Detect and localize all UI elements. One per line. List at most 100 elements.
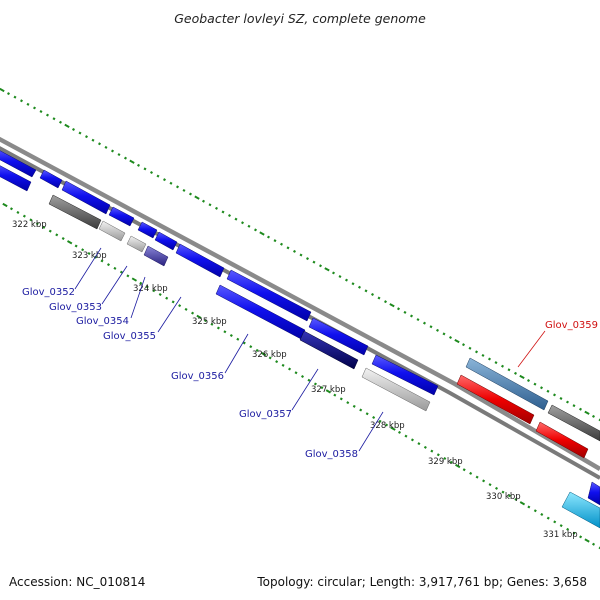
gene-forward-8[interactable] xyxy=(226,269,312,322)
gene-reverse-9[interactable] xyxy=(456,374,535,425)
gene-reverse-3[interactable] xyxy=(98,220,126,242)
tick-mark xyxy=(553,520,557,524)
gene-label-glov-0356[interactable]: Glov_0356 xyxy=(171,371,224,382)
tick-mark xyxy=(365,412,369,416)
gene-reverse-8[interactable] xyxy=(361,367,431,412)
tick-mark xyxy=(339,397,343,401)
tick-mark xyxy=(442,332,446,336)
tick-mark xyxy=(378,419,382,423)
gene-label-glov-0354[interactable]: Glov_0354 xyxy=(76,316,129,327)
gene-forward-12[interactable] xyxy=(547,404,600,442)
tick-mark xyxy=(352,404,356,408)
gene-label-glov-0355[interactable]: Glov_0355 xyxy=(103,331,156,342)
tick-mark xyxy=(514,371,517,375)
tick-mark xyxy=(29,218,33,222)
tick-mark xyxy=(390,426,396,431)
gene-label-glov-0357[interactable]: Glov_0357 xyxy=(239,409,292,420)
gene-reverse-10[interactable] xyxy=(535,421,589,459)
gene-reverse-4[interactable] xyxy=(126,235,147,253)
gene-forward-10[interactable] xyxy=(371,354,439,396)
tick-mark xyxy=(584,538,590,543)
tick-mark xyxy=(495,486,499,490)
tick-mark xyxy=(333,393,337,397)
tick-mark xyxy=(9,207,13,211)
tick-mark xyxy=(455,463,461,469)
forward-strand-genes xyxy=(0,148,600,442)
tick-mark xyxy=(475,475,479,479)
tick-mark xyxy=(559,396,563,400)
tick-mark xyxy=(221,210,225,214)
tick-mark xyxy=(436,328,439,332)
gene-forward-5[interactable] xyxy=(137,221,158,239)
tick-label: 322 kbp xyxy=(12,220,47,230)
tick-mark xyxy=(55,233,59,237)
tick-label: 325 kbp xyxy=(192,317,227,327)
tick-mark xyxy=(178,304,182,308)
gene-label-glov-0358[interactable]: Glov_0358 xyxy=(305,449,358,460)
gene-forward-2[interactable] xyxy=(39,169,63,189)
tick-mark xyxy=(202,199,205,203)
tick-mark xyxy=(22,214,26,218)
tick-mark xyxy=(98,142,101,146)
tick-mark xyxy=(345,278,348,282)
tick-mark xyxy=(261,352,267,357)
tick-mark xyxy=(507,368,511,372)
tick-mark xyxy=(462,468,466,472)
tick-mark xyxy=(533,382,537,386)
gene-label-glov-0353[interactable]: Glov_0353 xyxy=(49,302,102,313)
gene-forward-1[interactable] xyxy=(0,148,37,178)
tick-mark xyxy=(52,117,56,121)
gene-reverse-11[interactable] xyxy=(587,481,600,506)
tick-label: 327 kbp xyxy=(311,385,346,395)
gene-label-glov-0352[interactable]: Glov_0352 xyxy=(22,287,75,298)
gene-forward-6[interactable] xyxy=(154,231,178,251)
tick-mark xyxy=(259,231,265,236)
gene-forward-11[interactable] xyxy=(465,357,549,411)
tick-mark xyxy=(397,307,400,311)
tick-mark xyxy=(312,260,316,264)
tick-mark xyxy=(61,237,65,241)
tick-mark xyxy=(469,471,473,475)
gene-label-glov-0359[interactable]: Glov_0359 xyxy=(545,320,598,331)
gene-reverse-7[interactable] xyxy=(299,330,359,370)
tick-mark xyxy=(67,240,73,245)
tick-mark xyxy=(398,430,402,434)
gene-reverse-12[interactable] xyxy=(561,491,600,529)
tick-mark xyxy=(410,438,414,442)
gene-forward-9[interactable] xyxy=(308,317,369,356)
tick-marks-outer xyxy=(0,87,600,422)
gene-forward-7[interactable] xyxy=(175,243,225,278)
tick-mark xyxy=(494,361,498,365)
tick-mark xyxy=(313,382,317,386)
gene-reverse-5[interactable] xyxy=(143,245,169,267)
tick-label: 324 kbp xyxy=(133,284,168,294)
tick-mark xyxy=(78,131,82,135)
tick-mark xyxy=(300,374,305,379)
tick-mark xyxy=(152,289,156,293)
tick-mark xyxy=(255,348,259,352)
tick-mark xyxy=(131,277,138,282)
tick-mark xyxy=(507,494,511,498)
tick-mark xyxy=(158,292,162,296)
tick-mark xyxy=(572,531,576,535)
gene-reverse-2[interactable] xyxy=(48,194,102,230)
tick-mark xyxy=(306,257,309,261)
reverse-strand-genes xyxy=(0,163,600,529)
gene-labels: Glov_0352 Glov_0353 Glov_0354 Glov_0355 … xyxy=(22,287,598,460)
tick-mark xyxy=(203,319,207,323)
genome-summary-text: Topology: circular; Length: 3,917,761 bp… xyxy=(256,575,587,589)
tick-mark xyxy=(169,181,173,185)
gene-forward-3[interactable] xyxy=(61,180,111,215)
tick-mark xyxy=(553,393,556,397)
tick-mark xyxy=(579,535,583,539)
tick-mark xyxy=(288,367,292,371)
tick-mark xyxy=(229,333,233,337)
tick-mark xyxy=(430,449,434,453)
tick-label: 323 kbp xyxy=(72,251,107,261)
gene-forward-4[interactable] xyxy=(108,206,135,227)
tick-mark xyxy=(194,195,200,200)
tick-mark xyxy=(156,174,160,178)
tick-mark xyxy=(572,404,576,408)
gene-reverse-1[interactable] xyxy=(0,163,32,192)
tick-mark xyxy=(228,214,231,218)
